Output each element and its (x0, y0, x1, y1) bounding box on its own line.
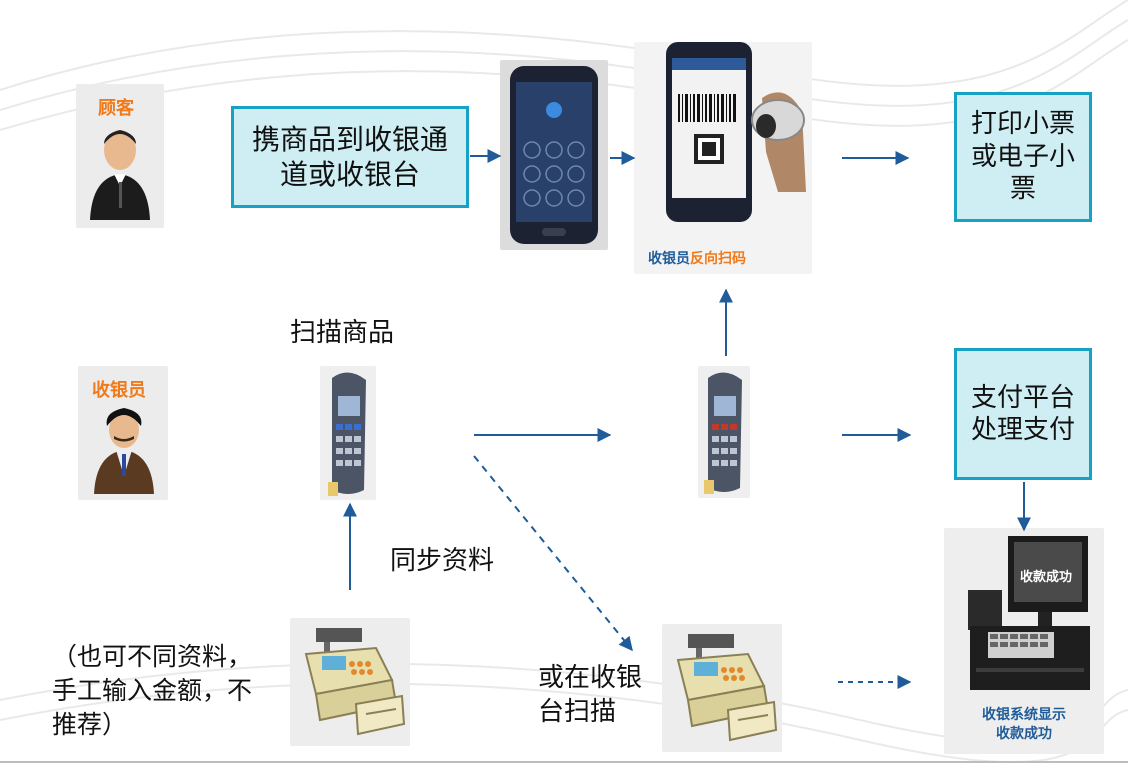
payment-platform-text: 支付平台处理支付 (971, 382, 1076, 446)
cash-register-left (290, 618, 410, 746)
pos-terminal-icon (328, 372, 366, 496)
success-screen-text: 收款成功 (1020, 570, 1073, 585)
reverse-scan-caption: 收银员反向扫码 (648, 248, 746, 268)
scan-at-register-label: 或在收银 台扫描 (538, 663, 643, 727)
pos-terminal-left (320, 366, 376, 500)
sync-data-label: 同步资料 (390, 546, 495, 576)
cash-register-right (662, 624, 782, 752)
scan-goods-label: 扫描商品 (290, 318, 395, 348)
pos-terminal-right (698, 366, 750, 498)
success-caption-line1: 收银系统显示 (982, 707, 1066, 723)
phone-lock-image (500, 60, 608, 250)
cash-register-icon (304, 628, 406, 736)
customer-person-icon (90, 130, 150, 220)
reverse-scan-highlight: 反向扫码 (690, 251, 746, 267)
reverse-scan-prefix: 收银员 (648, 251, 690, 267)
manual-input-note: （也可不同资料， 手工输入金额，不 推荐） (52, 642, 253, 739)
barcode-phone-icon (666, 42, 806, 222)
bring-goods-text: 携商品到收银通道或收银台 (251, 123, 448, 191)
phone-icon (510, 66, 598, 244)
pos-system-icon (968, 536, 1090, 690)
reverse-scan-image: 收银员反向扫码 (634, 42, 812, 274)
print-receipt-text: 打印小票或电子小票 (970, 109, 1075, 205)
cashier-label: 收银员 (92, 380, 146, 401)
bring-goods-box: 携商品到收银通道或收银台 (231, 106, 469, 208)
cashier-avatar: 收银员 (78, 366, 168, 500)
success-caption-line2: 收款成功 (996, 725, 1052, 742)
arrow-dashed-diagonal (473, 455, 633, 652)
customer-avatar: 顾客 (76, 84, 164, 228)
print-receipt-box: 打印小票或电子小票 (954, 92, 1092, 222)
pos-success-image: 收款成功 收银系统显示 收款成功 (944, 528, 1104, 754)
success-caption: 收银系统显示 收款成功 (944, 706, 1104, 744)
pos-terminal-icon-2 (704, 372, 742, 494)
payment-platform-box: 支付平台处理支付 (954, 348, 1092, 480)
cash-register-icon-2 (676, 634, 778, 742)
customer-label: 顾客 (98, 98, 134, 119)
cashier-person-icon (94, 408, 154, 494)
